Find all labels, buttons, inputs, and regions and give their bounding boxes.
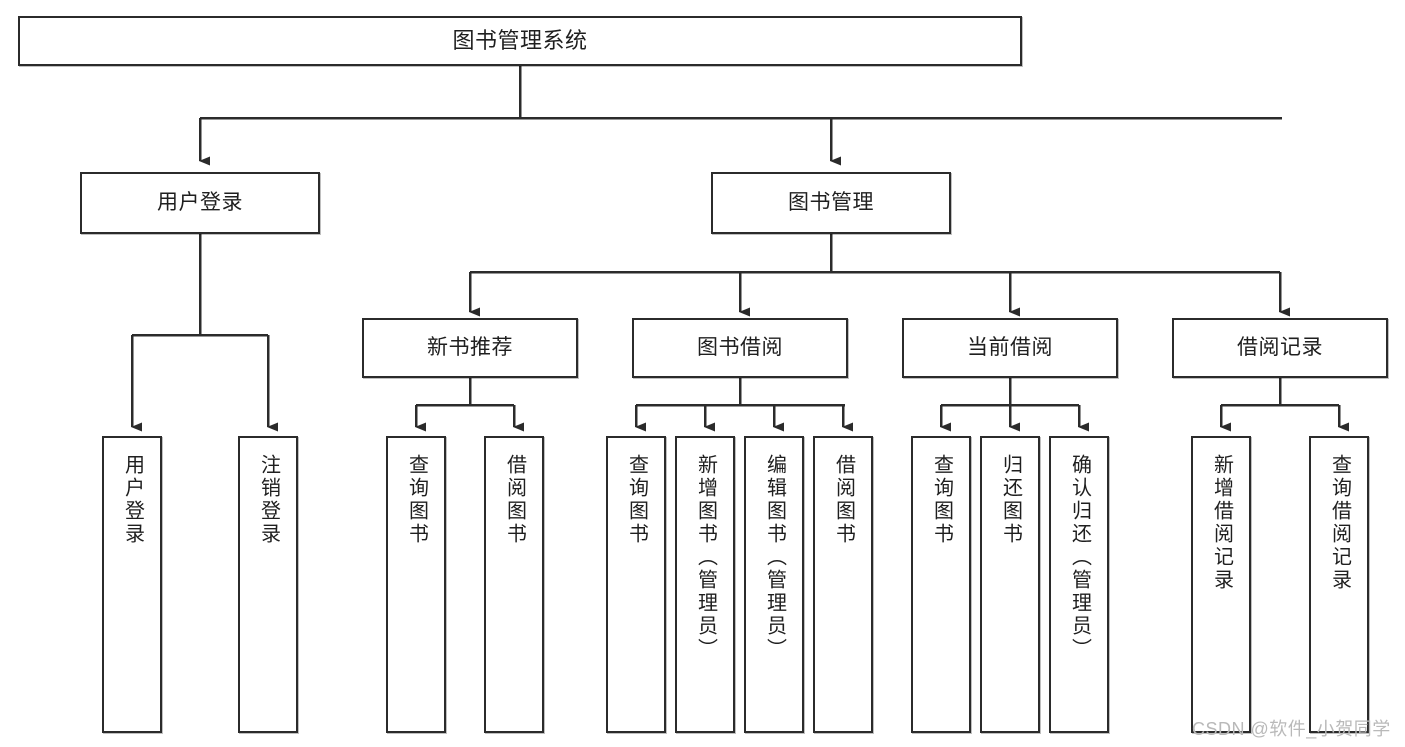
leaf-new-book-query-book[interactable]: 查询图书 <box>386 436 446 733</box>
node-label: 编辑图书（管理员） <box>763 454 786 661</box>
node-label: 借阅图书 <box>503 454 526 546</box>
node-label: 查询图书 <box>930 454 953 546</box>
node-label: 确认归还（管理员） <box>1068 454 1091 661</box>
leaf-borrow-record-query-record[interactable]: 查询借阅记录 <box>1309 436 1369 733</box>
node-label: 借阅图书 <box>832 454 855 546</box>
leaf-book-borrow-query-book[interactable]: 查询图书 <box>606 436 666 733</box>
node-label: 借阅记录 <box>1237 336 1323 360</box>
leaf-current-borrow-query-book[interactable]: 查询图书 <box>911 436 971 733</box>
node-user-login[interactable]: 用户登录 <box>80 172 320 234</box>
node-book-borrow[interactable]: 图书借阅 <box>632 318 848 378</box>
node-label: 当前借阅 <box>967 336 1053 360</box>
leaf-new-book-borrow-book[interactable]: 借阅图书 <box>484 436 544 733</box>
node-label: 新增图书（管理员） <box>694 454 717 661</box>
node-label: 图书借阅 <box>697 336 783 360</box>
node-label: 查询图书 <box>405 454 428 546</box>
leaf-book-borrow-edit-book[interactable]: 编辑图书（管理员） <box>744 436 804 733</box>
node-new-book-recommend[interactable]: 新书推荐 <box>362 318 578 378</box>
node-label: 注销登录 <box>257 454 280 546</box>
node-label: 新增借阅记录 <box>1210 454 1233 592</box>
csdn-watermark: CSDN @软件_小贺同学 <box>1192 719 1391 739</box>
node-label: 查询借阅记录 <box>1328 454 1351 592</box>
leaf-user-login-login[interactable]: 用户登录 <box>102 436 162 733</box>
node-label: 图书管理 <box>788 191 874 215</box>
leaf-book-borrow-borrow-book[interactable]: 借阅图书 <box>813 436 873 733</box>
node-book-management[interactable]: 图书管理 <box>711 172 951 234</box>
node-root-book-management-system[interactable]: 图书管理系统 <box>18 16 1022 66</box>
node-label: 归还图书 <box>999 454 1022 546</box>
node-label: 图书管理系统 <box>452 27 588 53</box>
leaf-book-borrow-add-book[interactable]: 新增图书（管理员） <box>675 436 735 733</box>
leaf-borrow-record-add-record[interactable]: 新增借阅记录 <box>1191 436 1251 733</box>
leaf-current-borrow-confirm-return[interactable]: 确认归还（管理员） <box>1049 436 1109 733</box>
node-current-borrow[interactable]: 当前借阅 <box>902 318 1118 378</box>
node-label: 用户登录 <box>121 454 144 546</box>
node-label: 用户登录 <box>157 191 243 215</box>
node-borrow-record[interactable]: 借阅记录 <box>1172 318 1388 378</box>
node-label: 查询图书 <box>625 454 648 546</box>
node-label: 新书推荐 <box>427 336 513 360</box>
leaf-current-borrow-return-book[interactable]: 归还图书 <box>980 436 1040 733</box>
leaf-user-login-logout[interactable]: 注销登录 <box>238 436 298 733</box>
